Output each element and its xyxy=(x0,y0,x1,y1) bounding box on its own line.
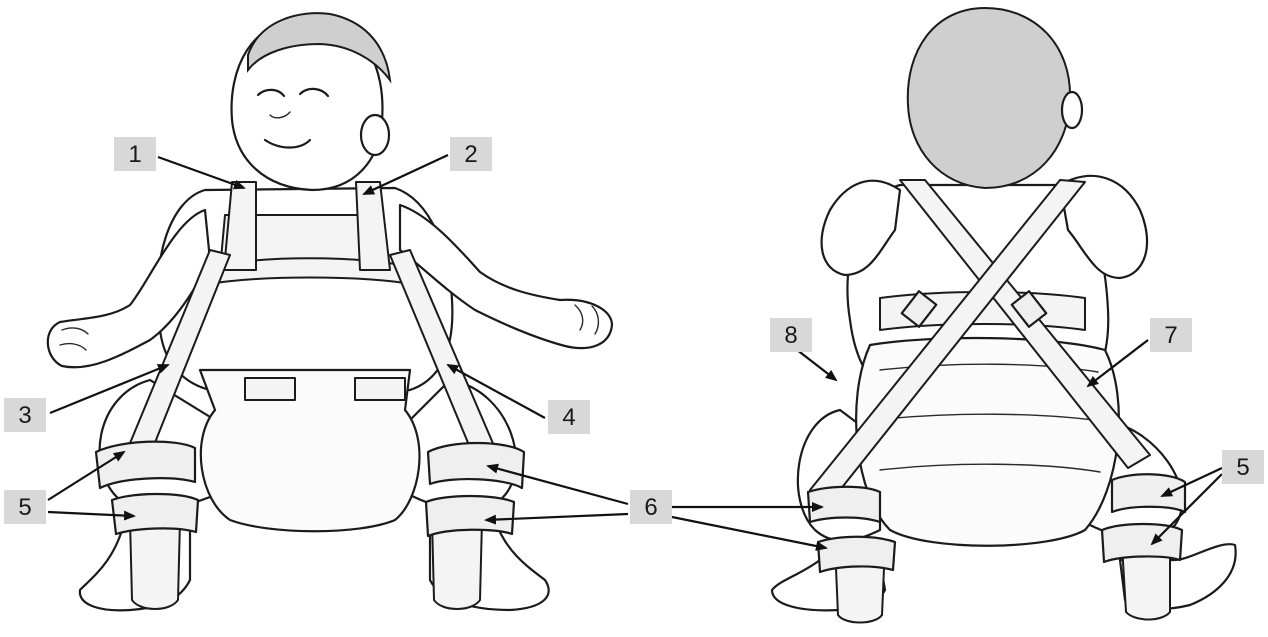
back-left-lower-cuff xyxy=(818,537,895,572)
label-7: 7 xyxy=(1150,318,1192,352)
front-view-baby xyxy=(48,13,612,610)
front-diaper-tab-left xyxy=(245,378,295,400)
label-4-text: 4 xyxy=(562,404,575,431)
back-right-upper-cuff xyxy=(1112,474,1185,512)
label-8: 8 xyxy=(770,318,812,352)
label-6: 6 xyxy=(630,490,672,524)
front-right-lower-cuff xyxy=(426,496,514,536)
back-left-upper-cuff xyxy=(808,487,880,522)
label-4: 4 xyxy=(548,400,590,434)
label-3: 3 xyxy=(4,398,46,432)
arrow-1 xyxy=(158,157,244,188)
label-1-text: 1 xyxy=(128,141,141,168)
label-5-left: 5 xyxy=(4,490,46,524)
back-ear xyxy=(1062,92,1082,128)
label-1: 1 xyxy=(114,137,156,171)
label-8-text: 8 xyxy=(784,322,797,349)
label-2: 2 xyxy=(450,137,492,171)
back-head xyxy=(908,8,1070,188)
front-diaper-tab-right xyxy=(355,378,405,400)
arrow-2 xyxy=(364,155,448,194)
front-left-stirrup xyxy=(130,520,180,609)
front-ear xyxy=(361,115,389,155)
front-left-lower-cuff xyxy=(112,494,198,534)
label-5-right-text: 5 xyxy=(1236,454,1249,481)
label-2-text: 2 xyxy=(464,141,477,168)
arrow-6d xyxy=(672,517,826,548)
label-3-text: 3 xyxy=(18,402,31,429)
label-5-right: 5 xyxy=(1222,450,1264,484)
back-right-lower-cuff xyxy=(1102,524,1182,562)
label-7-text: 7 xyxy=(1164,322,1177,349)
label-6-text: 6 xyxy=(644,494,657,521)
label-5-left-text: 5 xyxy=(18,494,31,521)
